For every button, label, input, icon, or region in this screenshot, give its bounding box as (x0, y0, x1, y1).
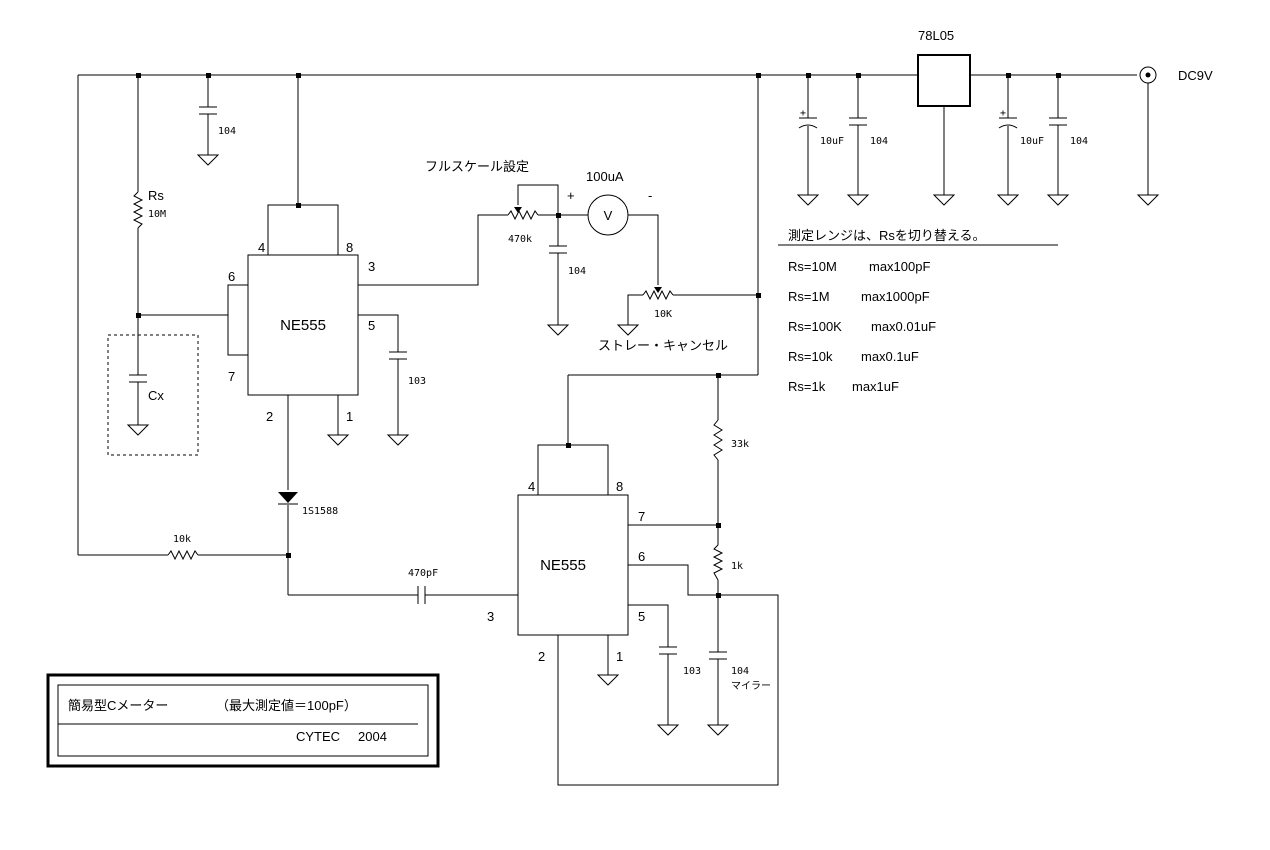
svg-text:+: + (800, 108, 806, 119)
range-row-rs: Rs=1M (788, 289, 830, 304)
range-row-rs: Rs=100K (788, 319, 842, 334)
ic1-pin6: 6 (228, 269, 235, 284)
ic2-pin6: 6 (638, 549, 645, 564)
ic2-pin7: 7 (638, 509, 645, 524)
range-row-max: max0.01uF (871, 319, 936, 334)
dc-input-label: DC9V (1178, 68, 1213, 83)
range-table: 測定レンジは、Rsを切り替える。 Rs=10M max100pF Rs=1M m… (778, 228, 1058, 394)
meter-label: 100uA (586, 169, 624, 184)
rs-label: Rs (148, 188, 164, 203)
range-row-max: max1000pF (861, 289, 930, 304)
svg-text:+: + (1000, 108, 1006, 119)
title-text: 簡易型Cメーター (68, 698, 168, 713)
c-10uf-b-label: 10uF (1020, 136, 1044, 147)
ic1-pin3: 3 (368, 259, 375, 274)
ic1-pin1: 1 (346, 409, 353, 424)
ic1-pin4: 4 (258, 240, 265, 255)
pot-10k-label: 10K (654, 309, 672, 320)
ic2-pin4: 4 (528, 479, 535, 494)
pot-470k-label: 470k (508, 234, 532, 245)
ic1-pin8: 8 (346, 240, 353, 255)
diode-label: 1S1588 (302, 506, 338, 517)
ground-symbols (126, 154, 1160, 736)
ic2-pin1: 1 (616, 649, 623, 664)
full-scale-label: フルスケール設定 (425, 159, 529, 174)
title-subtitle: （最大測定値＝100pF） (216, 698, 357, 713)
c-10uf-a-label: 10uF (820, 136, 844, 147)
c-104-b-label: 104 (568, 266, 586, 277)
ic1-pin5: 5 (368, 318, 375, 333)
r-1k-label: 1k (731, 561, 743, 572)
c-104-c-type-label: マイラー (731, 680, 771, 692)
ic1-ne555: NE555 4 8 6 7 3 5 2 1 (228, 240, 375, 424)
meter-100ua: V 100uA + - (567, 169, 652, 236)
c-103-a-label: 103 (408, 376, 426, 387)
wires (77, 74, 1149, 786)
r-33k-label: 33k (731, 439, 749, 450)
stray-cancel-label: ストレー・キャンセル (598, 338, 728, 353)
cx-label: Cx (148, 388, 164, 403)
ic1-pin2: 2 (266, 409, 273, 424)
resistors: Rs 10M 10k 470k 10K 33k 1k (132, 188, 749, 581)
rs-value-label: 10M (148, 209, 166, 220)
ic1-label: NE555 (280, 317, 326, 334)
r-10k-label: 10k (173, 534, 191, 545)
ic2-pin2: 2 (538, 649, 545, 664)
ic2-pin5: 5 (638, 609, 645, 624)
dc-input-jack: DC9V (1139, 66, 1213, 84)
c-103-b-label: 103 (683, 666, 701, 677)
meter-symbol: V (604, 208, 613, 223)
cx-test-area (107, 334, 199, 456)
range-heading: 測定レンジは、Rsを切り替える。 (788, 228, 986, 243)
meter-plus: + (567, 188, 575, 203)
range-row-rs: Rs=10M (788, 259, 837, 274)
regulator-78l05: 78L05 (917, 28, 971, 107)
range-row-max: max1uF (852, 379, 899, 394)
ic2-pin3: 3 (487, 609, 494, 624)
range-row-max: max100pF (869, 259, 930, 274)
title-year: 2004 (358, 729, 387, 744)
capacitors: 104 Cx 103 104 470pF 103 104 マイラー + 10uF (129, 106, 1088, 692)
c-104-e-label: 104 (1070, 136, 1088, 147)
range-row-rs: Rs=10k (788, 349, 833, 364)
title-company: CYTEC (296, 729, 340, 744)
ic2-pin8: 8 (616, 479, 623, 494)
c-470pf-label: 470pF (408, 568, 438, 579)
range-row-max: max0.1uF (861, 349, 919, 364)
regulator-label: 78L05 (918, 28, 954, 43)
c-104-a-label: 104 (218, 126, 236, 137)
title-block: 簡易型Cメーター （最大測定値＝100pF） CYTEC 2004 (46, 673, 440, 768)
junction-dots (136, 73, 1061, 598)
diode-1s1588: 1S1588 (278, 492, 338, 517)
c-104-d-label: 104 (870, 136, 888, 147)
ic2-label: NE555 (540, 557, 586, 574)
ic2-ne555: NE555 4 8 7 6 3 5 2 1 (487, 479, 645, 664)
range-row-rs: Rs=1k (788, 379, 826, 394)
ic1-pin7: 7 (228, 369, 235, 384)
c-104-c-label: 104 (731, 666, 749, 677)
meter-minus: - (648, 188, 652, 203)
